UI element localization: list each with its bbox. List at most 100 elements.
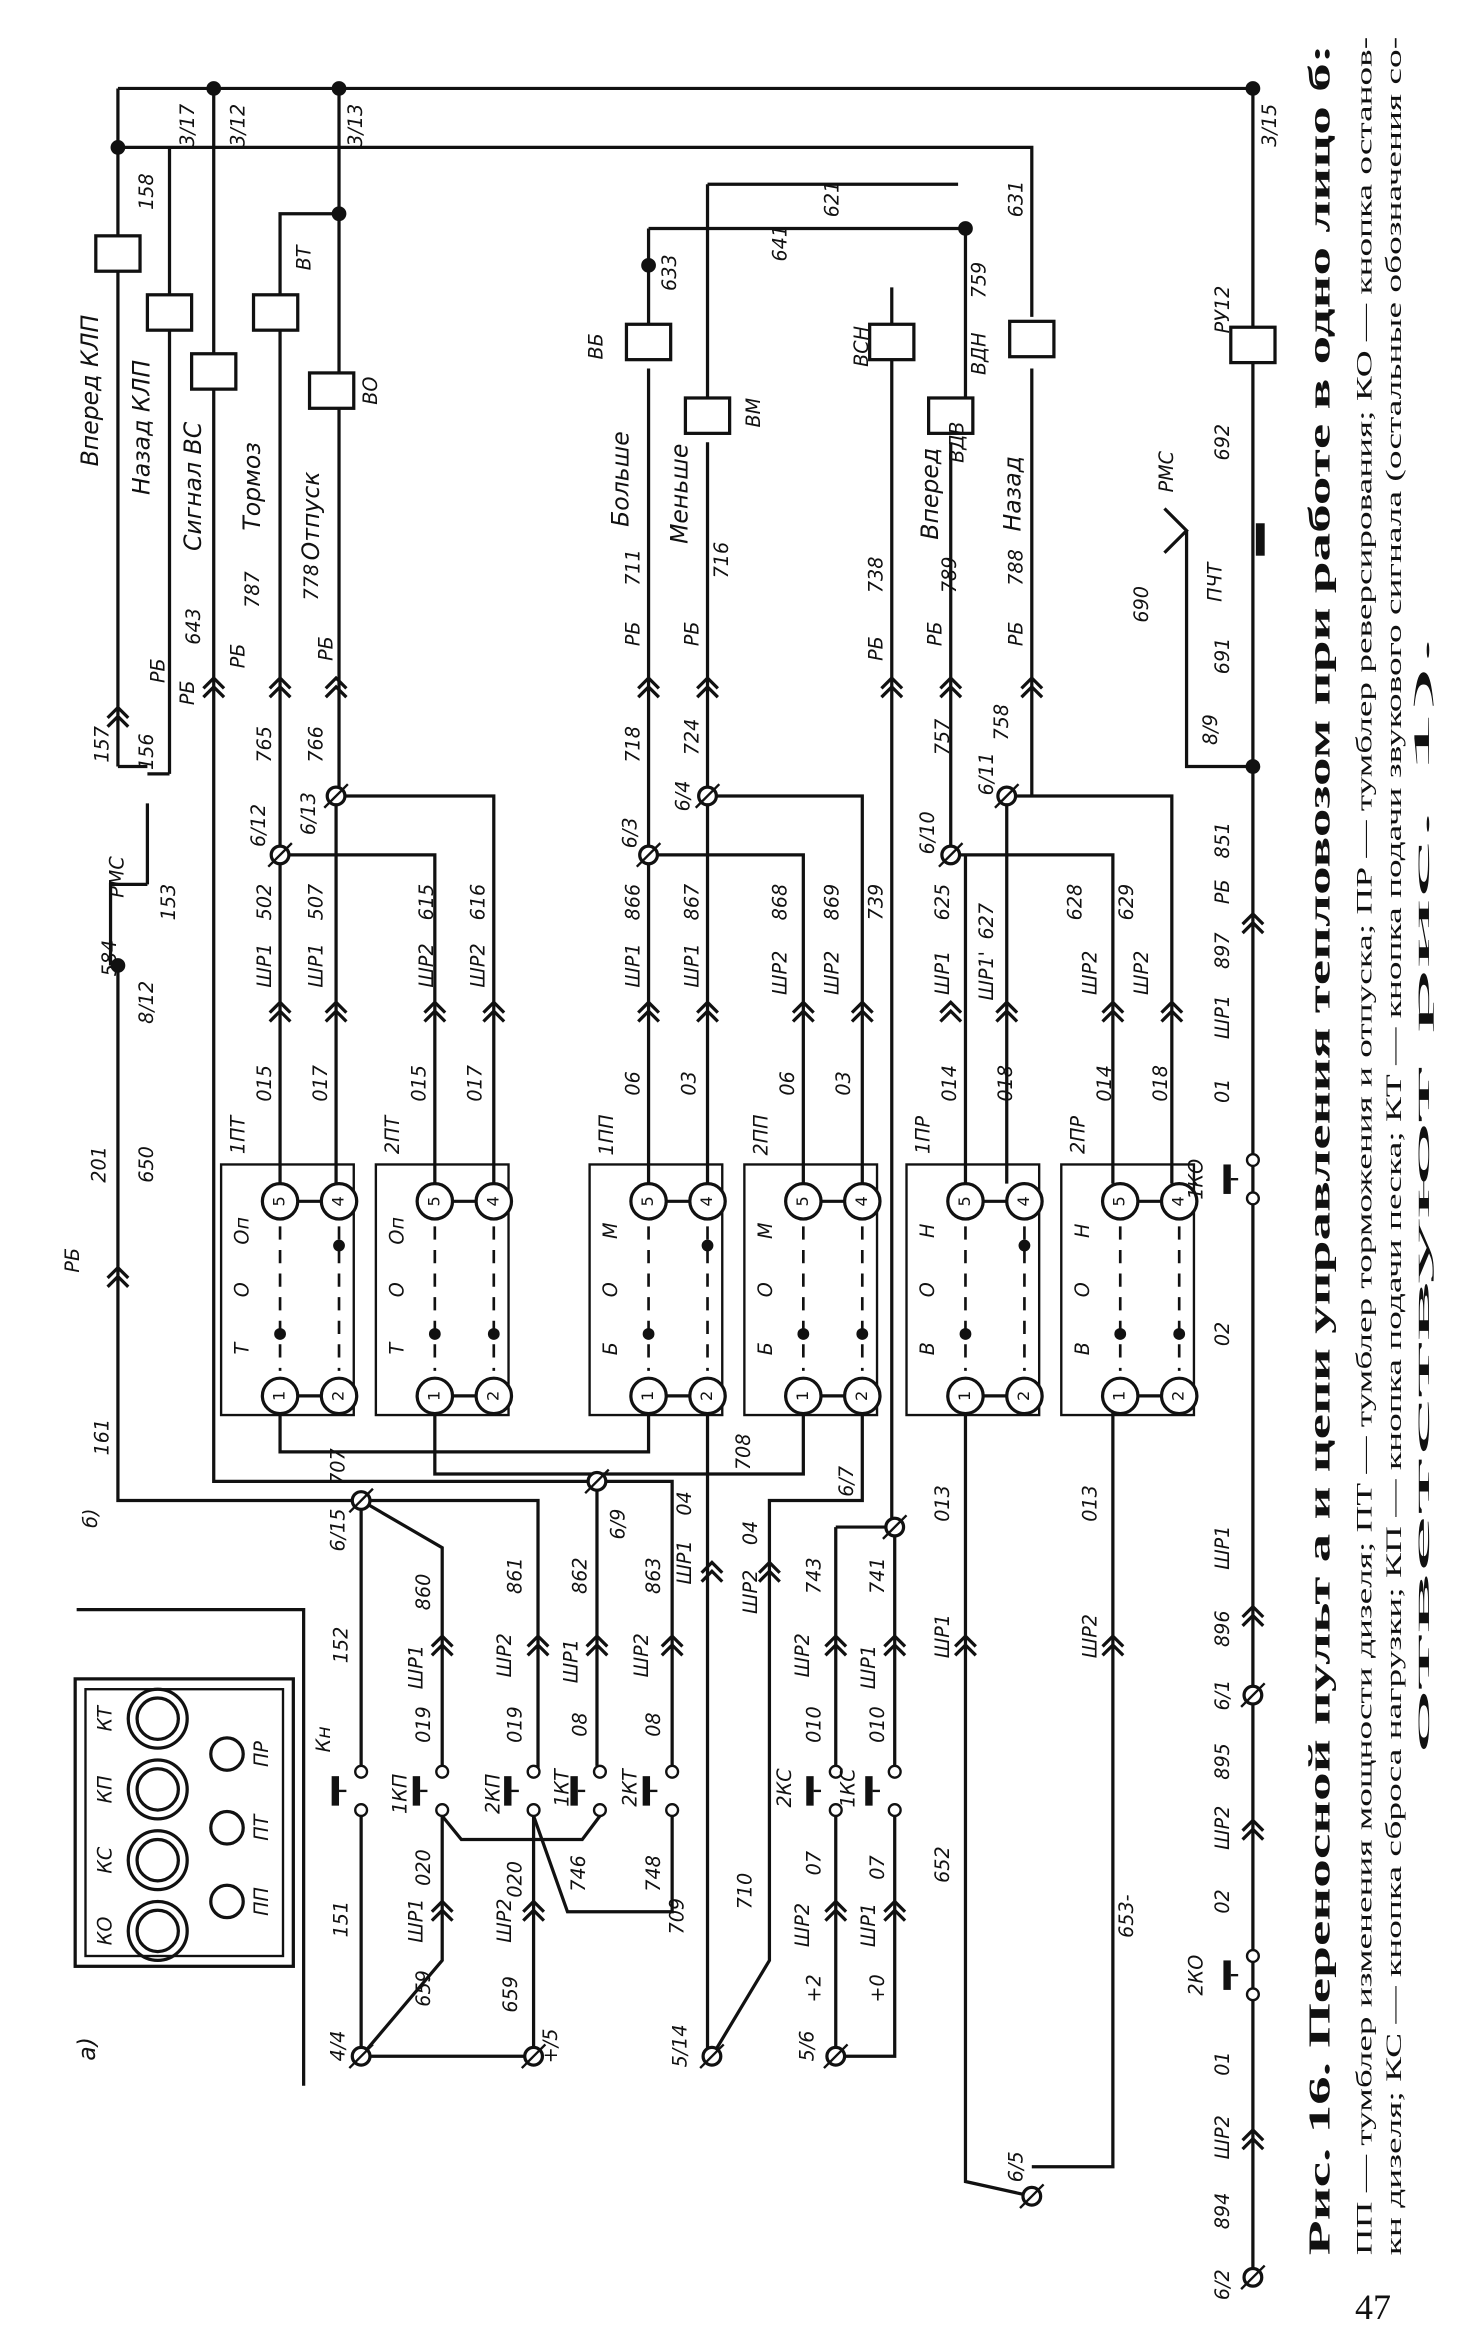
terminal-circle	[1159, 1376, 1199, 1416]
terminal-number: 5	[793, 1196, 812, 1206]
wire-label: 778	[300, 564, 323, 601]
push-button-contact-icon[interactable]	[1223, 1152, 1260, 1206]
connector-chevron-icon	[202, 675, 226, 699]
position-dot	[959, 1328, 972, 1340]
terminal-circle	[260, 1376, 300, 1416]
wire-label: 659	[412, 1970, 435, 2007]
connector-chevron-icon	[423, 1000, 447, 1023]
push-button-contact-icon[interactable]	[865, 1764, 902, 1818]
switch-block-name: 1ПТ	[226, 1115, 249, 1155]
wire-label: ШР1	[559, 1639, 582, 1683]
wire-label: 1КТ	[551, 1768, 574, 1807]
terminal-circle	[1159, 1182, 1199, 1221]
wire-label: +0	[866, 1974, 889, 2002]
terminal-number: 1	[638, 1391, 657, 1401]
button-kt[interactable]	[126, 1687, 189, 1750]
button-ko[interactable]	[126, 1899, 189, 1963]
position-letter: О	[916, 1282, 939, 1297]
position-dot	[487, 1328, 500, 1340]
terminal-number: 1	[793, 1391, 812, 1401]
position-dot	[642, 1328, 655, 1340]
wire-label: РБ	[1211, 879, 1234, 904]
wire-label: 03	[677, 1071, 700, 1095]
wire-label: ШР2	[415, 943, 438, 987]
terminal-junction-icon	[1240, 1682, 1266, 1708]
position-dot	[1173, 1328, 1186, 1340]
position-dot	[856, 1328, 869, 1340]
wire-label: 018	[1149, 1065, 1172, 1102]
terminal-circle	[1100, 1182, 1140, 1221]
button-kc[interactable]	[126, 1829, 189, 1892]
push-button-contact-icon[interactable]	[1223, 1948, 1260, 2002]
terminal-number: 5	[424, 1196, 443, 1206]
position-letter: Н	[916, 1224, 939, 1238]
wire-label: ШР1	[680, 943, 703, 987]
wire-label: 6/5	[1005, 2151, 1028, 2182]
toggle-pt[interactable]	[209, 1809, 245, 1846]
wire-label: ПЧТ	[1204, 561, 1227, 602]
junction-dot-icon	[110, 958, 126, 973]
connector-chevron-icon	[637, 675, 661, 699]
wire-label: 743	[803, 1557, 826, 1594]
wire-label: 861	[503, 1557, 526, 1594]
wire-label: 691	[1211, 638, 1234, 675]
toggle-pr[interactable]	[209, 1736, 245, 1772]
terminal-circle	[946, 1376, 985, 1416]
terminal-circle	[415, 1182, 455, 1221]
connector-chevron-icon	[939, 1000, 963, 1023]
junction-dot-icon	[331, 81, 347, 96]
wire-label: 746	[567, 1855, 590, 1892]
toggle-pp[interactable]	[209, 1883, 245, 1920]
wire-label: ШР1'	[975, 951, 998, 1000]
terminal-junction-icon	[882, 1514, 908, 1540]
connector-chevron-icon	[324, 1000, 348, 1023]
terminal-junction-icon	[694, 783, 721, 809]
wire-label: 758	[990, 704, 1013, 741]
button-kp[interactable]	[126, 1758, 189, 1821]
wire-label: 690	[1130, 586, 1153, 623]
wire-label: ШР1	[1211, 995, 1234, 1039]
wire-label: ШР2	[1078, 1614, 1101, 1658]
toggle-label-pr: ПР	[250, 1741, 273, 1767]
wire-label: ШР2	[820, 951, 843, 995]
wire-label: ШР2	[1130, 951, 1153, 995]
wire-label: 789	[938, 557, 961, 594]
switch-block-name: 2ПП	[750, 1114, 773, 1155]
push-button-contact-icon[interactable]	[504, 1764, 541, 1818]
wire-label: 788	[1005, 549, 1028, 586]
push-button-contact-icon[interactable]	[570, 1764, 607, 1818]
toggle-label-pt: ПТ	[250, 1813, 273, 1840]
wire-label: 724	[680, 719, 703, 756]
connector-chevron-icon	[482, 1000, 506, 1023]
terminal-circle	[946, 1182, 985, 1221]
wire-label: Кн	[312, 1726, 335, 1752]
push-button-contact-icon[interactable]	[331, 1764, 369, 1818]
push-button-contact-icon[interactable]	[642, 1764, 680, 1818]
wire-label: 01	[1211, 2051, 1234, 2075]
panel-a-label: а)	[73, 2037, 101, 2061]
push-button-contact-icon[interactable]	[412, 1764, 450, 1818]
wire-label: 156	[135, 733, 158, 770]
wire-label: ШР1	[1211, 1526, 1234, 1570]
wire-label: 010	[803, 1706, 826, 1743]
wire-label: 616	[467, 884, 490, 921]
wire-label: 621	[820, 181, 843, 218]
terminal-junction-icon	[1019, 2183, 1045, 2209]
wire-label: 1КО	[1184, 1159, 1207, 1200]
wire-label: 08	[568, 1712, 591, 1736]
wire-label: 07	[866, 1855, 889, 1880]
connector-chevron-icon	[696, 1000, 719, 1023]
terminal-number: 1	[955, 1391, 974, 1401]
wire-label: 894	[1211, 2193, 1234, 2230]
connector-chevron-icon	[526, 1633, 550, 1657]
push-button-contact-icon[interactable]	[806, 1764, 843, 1818]
position-letter: Б	[754, 1342, 777, 1355]
position-dot	[797, 1328, 810, 1340]
terminal-circle	[629, 1376, 668, 1416]
